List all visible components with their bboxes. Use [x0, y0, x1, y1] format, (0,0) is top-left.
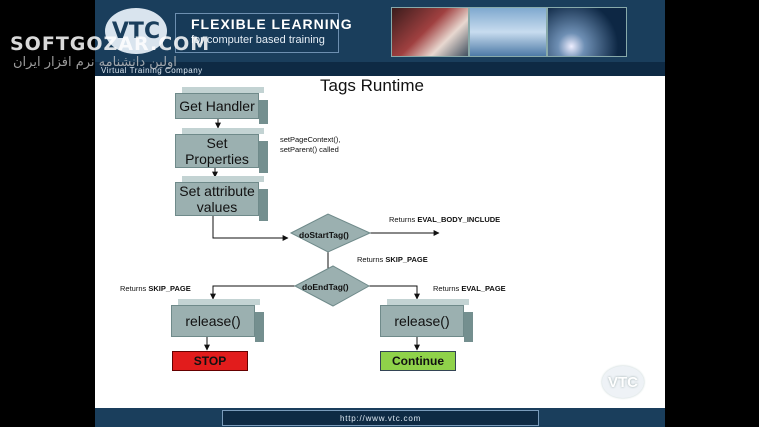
diamond-end-shape	[293, 265, 371, 307]
arrow-skip-page-left	[210, 285, 300, 300]
flow-connectors	[204, 117, 440, 351]
banner-photo-1	[391, 7, 469, 57]
set-properties-box: Set Properties	[175, 128, 268, 173]
footer-url: http://www.vtc.com	[222, 410, 539, 426]
vtc-logo: VTC	[105, 8, 167, 54]
arrow-attributes-to-start	[212, 216, 289, 241]
company-name: Virtual Training Company	[101, 66, 203, 75]
tagline-box	[175, 13, 339, 53]
slide-title: Tags Runtime	[320, 76, 424, 95]
banner-headline: FLEXIBLE LEARNING	[191, 16, 353, 32]
set-attribute-box: Set attribute values	[175, 176, 268, 221]
release-right-box: release()	[380, 299, 473, 342]
skip-page-left-label: Returns SKIP_PAGE	[120, 284, 191, 293]
skip-page-mid-label: Returns SKIP_PAGE	[357, 255, 428, 264]
do-end-tag-label: doEndTag()	[302, 282, 349, 292]
banner-strip	[95, 62, 665, 76]
vtc-corner-logo: VTC	[602, 366, 644, 398]
eval-body-include-label: Returns EVAL_BODY_INCLUDE	[389, 215, 501, 224]
banner-photo-3	[547, 7, 627, 57]
banner-subline: for computer based training	[191, 34, 325, 46]
watermark-site: SOFTGOZAR.COM	[10, 33, 211, 55]
eval-page-label: Returns EVAL_PAGE	[433, 284, 506, 293]
do-start-tag-label: doStartTag()	[299, 230, 349, 240]
arrow-eval-page	[368, 285, 420, 300]
continue-outcome: Continue	[380, 351, 456, 371]
stop-outcome: STOP	[172, 351, 248, 371]
release-left-box: release()	[171, 299, 264, 342]
banner-photo-2	[469, 7, 547, 57]
method-calls-note: setPageContext(), setParent() called	[280, 135, 341, 154]
slide-frame: VTC FLEXIBLE LEARNING for computer based…	[95, 0, 665, 427]
get-handler-box: Get Handler	[175, 87, 268, 124]
watermark-tagline: اولین دانشنامه نرم افزار ایران	[13, 55, 177, 70]
diamond-start-shape	[289, 213, 372, 253]
